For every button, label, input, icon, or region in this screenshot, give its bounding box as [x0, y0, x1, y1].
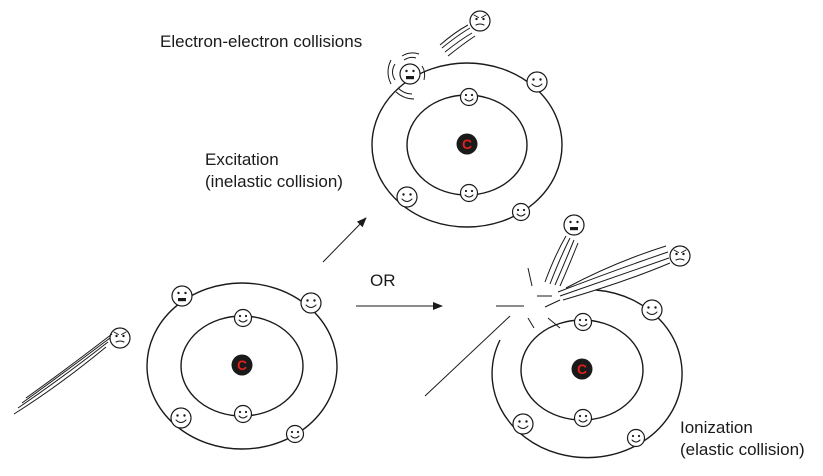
- smiley-electron-icon: [170, 407, 192, 429]
- smiley-electron-icon: [626, 428, 646, 448]
- smiley-electron-icon: [233, 308, 253, 328]
- svg-text:C: C: [462, 136, 472, 152]
- smiley-electron-icon: [512, 413, 534, 435]
- angry-electron-icon: [669, 245, 691, 267]
- smiley-electron-icon: [300, 292, 322, 314]
- smiley-electron-icon: [233, 404, 253, 424]
- motion-trail: [439, 24, 476, 57]
- smiley-electron-icon: [511, 202, 531, 222]
- surprised-electron-icon: [399, 63, 421, 85]
- nucleus-icon: C: [456, 133, 478, 155]
- smiley-electron-icon: [459, 183, 479, 203]
- label-or: OR: [370, 271, 396, 290]
- svg-text:C: C: [237, 357, 247, 373]
- smiley-electron-icon: [459, 87, 479, 107]
- nucleus-icon: C: [571, 358, 593, 380]
- svg-text:C: C: [577, 361, 587, 377]
- nucleus-icon: C: [231, 354, 253, 376]
- smiley-electron-icon: [641, 299, 663, 321]
- smiley-electron-icon: [285, 424, 305, 444]
- angry-electron-icon: [469, 10, 491, 32]
- smiley-electron-icon: [526, 71, 548, 93]
- motion-trail: [13, 333, 113, 415]
- arrow-icon: [322, 217, 367, 263]
- surprised-electron-icon: [171, 285, 193, 307]
- label-excitation: Excitation: [205, 150, 279, 169]
- outer-orbit: [371, 62, 563, 228]
- motion-trail: [557, 245, 671, 301]
- label-elastic-collision: (elastic collision): [680, 440, 805, 459]
- atom-initial: C: [13, 282, 338, 450]
- atom-excitation: C: [371, 10, 563, 228]
- label-inelastic-collision: (inelastic collision): [205, 172, 343, 191]
- smiley-electron-icon: [573, 408, 593, 428]
- label-ionization: Ionization: [680, 418, 753, 437]
- smiley-electron-icon: [396, 186, 418, 208]
- motion-trail: [544, 235, 579, 287]
- surprised-electron-icon: [563, 214, 585, 236]
- smiley-electron-icon: [573, 312, 593, 332]
- label-electron-electron-collisions: Electron-electron collisions: [160, 32, 363, 51]
- vibration-marks: [387, 52, 426, 100]
- angry-electron-icon: [109, 327, 131, 349]
- impact-burst: [424, 267, 561, 397]
- outer-orbit: [146, 282, 338, 450]
- atom-ionization: C: [424, 214, 691, 459]
